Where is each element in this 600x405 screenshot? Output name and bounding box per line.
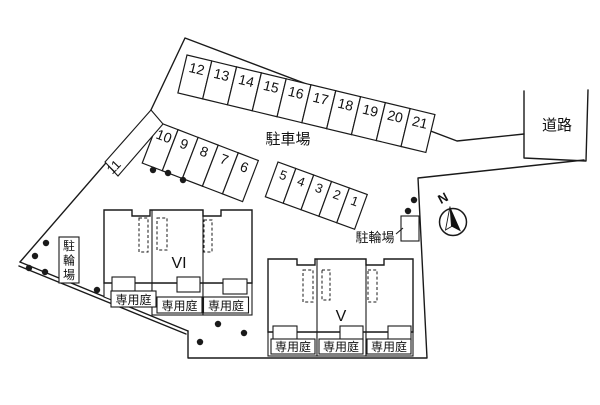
parking-space-6 — [221, 152, 260, 203]
parking-space-number: 19 — [361, 101, 380, 120]
parking-row-top: 12 13 14 15 16 17 18 19 20 21 — [177, 54, 436, 154]
parking-space-number: 10 — [154, 126, 174, 147]
garden-label: 専用庭 — [323, 339, 359, 354]
compass-needle-black — [450, 206, 461, 232]
parking-space-number: 5 — [277, 167, 289, 184]
building-vi-garden-label-box-3 — [202, 296, 250, 314]
building-v-porch-2 — [339, 325, 364, 341]
bicycle-parking-left-box — [58, 236, 80, 284]
parking-space-number: 12 — [187, 59, 206, 78]
bicycle-parking-left-label: 駐輪場 — [63, 238, 75, 282]
site-boundary-double-line-b — [18, 265, 187, 335]
parking-space-number: 4 — [295, 173, 307, 190]
garden-label: 専用庭 — [371, 339, 407, 354]
parking-space-number: 20 — [386, 107, 405, 126]
tree-icon — [410, 196, 418, 204]
parking-space-number: 17 — [311, 89, 330, 108]
tree-icon — [93, 286, 101, 294]
garden-label: 専用庭 — [161, 298, 197, 313]
building-vi-closet-1 — [138, 217, 149, 253]
building-v-porch-1 — [272, 325, 298, 341]
parking-space-number: 3 — [313, 180, 325, 197]
tree-icon — [214, 320, 222, 328]
garden-label: 専用庭 — [115, 292, 151, 307]
bicycle-parking-right-label: 駐輪場 — [355, 230, 394, 245]
tree-icon — [31, 252, 39, 260]
compass-icon: N — [435, 189, 468, 237]
tree-icon — [42, 239, 50, 247]
building-vi-closet-3 — [203, 219, 213, 253]
building-vi-closet-2 — [156, 217, 168, 251]
building-v-porch-3 — [387, 325, 412, 341]
parking-space-21 — [400, 107, 436, 154]
parking-space-11 — [104, 109, 164, 177]
building-v-closet-2 — [321, 269, 331, 301]
building-vi: VI 専用庭 専用庭 専用庭 — [103, 209, 253, 316]
trees — [25, 166, 418, 346]
parking-space-number: 14 — [237, 71, 256, 90]
building-vi-outline — [103, 209, 253, 284]
parking-space-number: 18 — [336, 95, 355, 114]
building-v: V 専用庭 専用庭 専用庭 — [267, 258, 414, 357]
building-vi-garden-label-box-2 — [156, 296, 203, 314]
garden-label: 専用庭 — [275, 339, 311, 354]
tree-icon — [404, 207, 412, 215]
building-vi-porch-1 — [111, 276, 136, 292]
parking-space-number: 21 — [411, 113, 430, 132]
tree-icon — [149, 166, 157, 174]
tree-icon — [240, 329, 248, 337]
parking-space-number: 16 — [287, 83, 306, 102]
tree-icon — [41, 268, 49, 276]
compass-north-label: N — [435, 189, 450, 207]
tree-icon — [25, 264, 33, 272]
site-boundary-right-bottom — [187, 159, 585, 359]
bicycle-parking-right-box — [400, 215, 420, 242]
garden-label: 専用庭 — [208, 298, 244, 313]
parking-space-number: 13 — [212, 65, 231, 84]
tree-icon — [179, 176, 187, 184]
building-v-closet-1 — [302, 269, 314, 303]
building-vi-label: VI — [171, 255, 186, 272]
building-v-garden-label-box-2 — [318, 338, 364, 355]
compass-needle-white — [444, 206, 452, 231]
parking-space-1 — [335, 187, 369, 231]
building-v-label: V — [336, 308, 347, 325]
bicycle-parking-right-leader — [395, 227, 404, 235]
building-vi-garden-label-box-1 — [110, 290, 157, 308]
building-v-garden-label-box-3 — [366, 338, 412, 355]
building-vi-porch-2 — [176, 276, 201, 293]
parking-lot-label: 駐車場 — [265, 131, 310, 148]
tree-icon — [196, 338, 204, 346]
road-outline — [523, 89, 589, 162]
road-label: 道路 — [542, 117, 572, 134]
tree-icon — [164, 169, 172, 177]
building-v-garden-label-box-1 — [270, 338, 316, 355]
parking-space-number: 2 — [331, 186, 343, 203]
parking-space-number: 15 — [262, 77, 281, 96]
building-vi-porch-3 — [222, 278, 248, 295]
parking-space-number: 1 — [349, 193, 361, 210]
